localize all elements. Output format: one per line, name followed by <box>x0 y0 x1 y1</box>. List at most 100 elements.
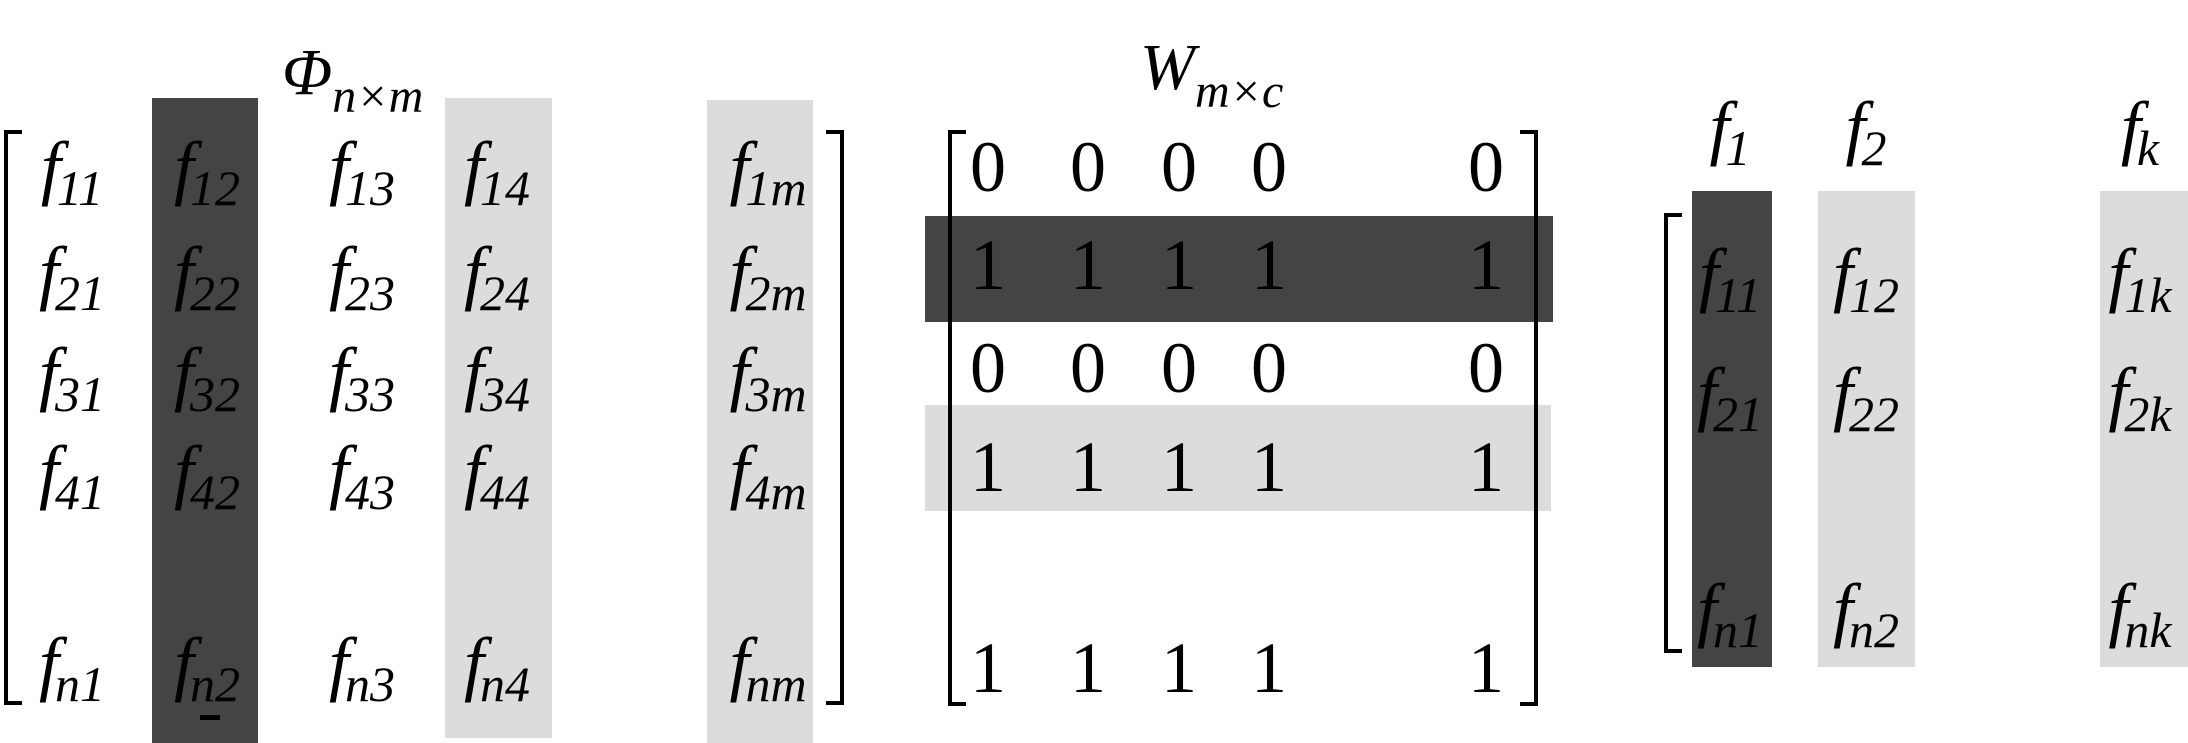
phi-entry: f23 <box>329 236 395 318</box>
f-entry: f1k <box>2108 238 2171 320</box>
subscript: 14 <box>480 160 531 216</box>
w-entry: 1 <box>1161 229 1197 301</box>
phi-left-bracket <box>4 130 22 705</box>
w-entry: 1 <box>1251 229 1287 301</box>
subscript: 12 <box>190 160 241 216</box>
f-column-header: fk <box>2121 91 2159 173</box>
w-entry: 1 <box>970 632 1006 704</box>
subscript: 2k <box>2124 386 2172 442</box>
f-letter: f <box>173 623 195 703</box>
w-entry: 1 <box>1161 632 1197 704</box>
subscript: 43 <box>345 464 396 520</box>
phi-entry: fn2 <box>174 627 240 709</box>
f-letter: f <box>328 431 350 511</box>
f-column-header: f1 <box>1709 91 1750 173</box>
subscript: 1 <box>1725 120 1751 176</box>
f-entry: f11 <box>1699 238 1761 320</box>
w-value: 1 <box>1468 628 1504 708</box>
subscript: 41 <box>55 464 106 520</box>
f-letter: f <box>173 232 195 312</box>
subscript: 4m <box>745 464 807 520</box>
subscript: 1m <box>745 160 807 216</box>
w-value: 0 <box>970 127 1006 207</box>
subscript: n3 <box>345 656 396 712</box>
phi-entry: f11 <box>41 131 103 213</box>
phi-entry: fn4 <box>464 627 530 709</box>
subscript: 2m <box>745 265 807 321</box>
w-entry: 1 <box>1070 431 1106 503</box>
f-letter: f <box>38 431 60 511</box>
subscript: 22 <box>190 265 241 321</box>
w-highlight-row-2 <box>925 216 1553 322</box>
subscript: 24 <box>480 265 531 321</box>
w-entry: 0 <box>970 332 1006 404</box>
phi-entry: f41 <box>39 435 105 517</box>
w-value: 1 <box>1070 628 1106 708</box>
subscript: 31 <box>55 366 106 422</box>
f-letter: f <box>173 431 195 511</box>
w-entry: 1 <box>970 431 1006 503</box>
subscript: nk <box>2124 602 2172 658</box>
w-value: 0 <box>1070 127 1106 207</box>
f-letter: f <box>2108 569 2129 649</box>
f-entry: f12 <box>1833 238 1899 320</box>
w-entry: 1 <box>1468 632 1504 704</box>
w-value: 0 <box>1251 328 1287 408</box>
f-letter: f <box>1832 234 1854 314</box>
f-letter: f <box>1845 87 1866 167</box>
f-letter: f <box>328 623 350 703</box>
phi-title: Φn×m <box>282 40 423 121</box>
w-entry: 1 <box>1468 229 1504 301</box>
w-value: 1 <box>970 225 1006 305</box>
f-letter: f <box>2108 234 2129 314</box>
w-value: 1 <box>1070 427 1106 507</box>
phi-entry: f1m <box>729 131 806 213</box>
w-value: 0 <box>1251 127 1287 207</box>
subscript: 13 <box>345 160 396 216</box>
f-letter: f <box>1832 353 1854 433</box>
subscript: 11 <box>1714 267 1762 323</box>
f-entry: f22 <box>1833 357 1899 439</box>
f-entry: fnk <box>2108 573 2171 655</box>
f-letter: f <box>729 127 750 207</box>
f-letter: f <box>38 232 60 312</box>
underline-mark <box>200 715 220 720</box>
f-letter: f <box>328 333 350 413</box>
f-letter: f <box>328 127 350 207</box>
w-entry: 0 <box>1251 131 1287 203</box>
w-entry: 1 <box>970 229 1006 301</box>
f-letter: f <box>1709 87 1730 167</box>
phi-entry: f21 <box>39 236 105 318</box>
w-value: 0 <box>1161 328 1197 408</box>
subscript: 32 <box>190 366 241 422</box>
f-letter: f <box>38 623 60 703</box>
w-entry: 0 <box>1251 332 1287 404</box>
f-left-bracket <box>1664 213 1682 653</box>
f-highlight-column-k <box>2100 191 2188 667</box>
w-entry: 0 <box>1070 131 1106 203</box>
subscript: 3m <box>745 366 807 422</box>
subscript: 23 <box>345 265 396 321</box>
phi-right-bracket <box>826 130 844 705</box>
subscript: 1k <box>2124 267 2172 323</box>
phi-entry: f24 <box>464 236 530 318</box>
f-letter: f <box>1832 569 1854 649</box>
f-entry: f2k <box>2108 357 2171 439</box>
subscript: n1 <box>1713 602 1764 658</box>
f-entry: f21 <box>1697 357 1763 439</box>
w-value: 0 <box>1468 127 1504 207</box>
phi-entry: f44 <box>464 435 530 517</box>
w-entry: 0 <box>1468 332 1504 404</box>
f-letter: f <box>463 623 485 703</box>
w-entry: 0 <box>1161 332 1197 404</box>
f-letter: f <box>1698 234 1719 314</box>
subscript: 44 <box>480 464 531 520</box>
w-highlight-row-4 <box>925 405 1551 511</box>
phi-entry: f12 <box>174 131 240 213</box>
subscript: 11 <box>56 160 104 216</box>
subscript: 34 <box>480 366 531 422</box>
f-letter: f <box>729 333 750 413</box>
phi-entry: fn3 <box>329 627 395 709</box>
w-value: 1 <box>1161 427 1197 507</box>
w-dimensions: m×c <box>1194 65 1284 118</box>
